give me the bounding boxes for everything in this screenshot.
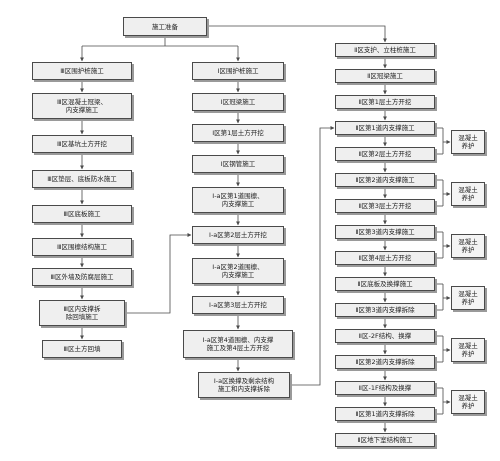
col3-step-13: Ⅱ区第2道内支撑拆除: [335, 355, 435, 369]
curing-box-6: 混凝土 养护: [451, 390, 485, 414]
col3-step-2: Ⅱ区冠梁施工: [335, 69, 435, 83]
col3-step-6: Ⅱ区第2道内支撑施工: [335, 173, 435, 187]
col3-step-8: Ⅱ区第3道内支撑施工: [335, 225, 435, 239]
col3-step-12: Ⅱ区-2F结构、换撑: [335, 329, 435, 343]
col3-step-4: Ⅱ区第1道内支撑施工: [335, 121, 435, 135]
col3-step-9: Ⅱ区第4层土方开挖: [335, 251, 435, 265]
curing-box-4: 混凝土 养护: [451, 286, 485, 310]
curing-box-3: 混凝土 养护: [451, 234, 485, 258]
col1-step-5: Ⅲ区底板施工: [32, 205, 132, 223]
col1-step-6: Ⅲ区围檩结构施工: [32, 238, 132, 256]
col2-step-4: Ⅰ区钢管施工: [192, 155, 284, 173]
col1-step-3: Ⅲ区基坑土方开挖: [32, 135, 132, 153]
col3-step-11: Ⅱ区第3道内支撑拆除: [335, 303, 435, 317]
col2-step-7: Ⅰ-a区第2道围檩、 内支撑施工: [192, 258, 284, 284]
col1-step-7: Ⅲ区外墙及防腐层施工: [32, 268, 132, 286]
col2-step-1: Ⅰ区围护桩施工: [192, 62, 284, 80]
col2-step-2: Ⅰ区冠梁施工: [192, 93, 284, 111]
col2-step-5: Ⅰ-a区第1道围檩、 内支撑施工: [192, 187, 284, 213]
start-box: 施工准备: [123, 17, 207, 36]
col2-step-3: Ⅰ区第1层土方开挖: [192, 124, 284, 142]
col3-step-5: Ⅱ区第2层土方开挖: [335, 147, 435, 161]
col3-step-16: Ⅱ区地下室结构施工: [335, 433, 435, 447]
col3-step-10: Ⅱ区底板及换撑施工: [335, 277, 435, 291]
col1-step-1: Ⅲ区围护桩施工: [32, 62, 132, 80]
col2-step-6: Ⅰ-a区第2层土方开挖: [192, 226, 284, 244]
col3-step-1: Ⅱ区支护、立柱桩施工: [335, 43, 435, 57]
col1-step-8: Ⅲ区内支撑拆 除回填施工: [39, 300, 125, 326]
curing-box-1: 混凝土 养护: [451, 130, 485, 154]
col3-step-7: Ⅱ区第3层土方开挖: [335, 199, 435, 213]
col1-step-2: Ⅲ区混凝土冠梁、 内支撑施工: [32, 93, 132, 119]
col1-step-4: Ⅲ区垫层、底板防水施工: [32, 170, 132, 188]
col3-step-15: Ⅱ区第1道内支撑拆除: [335, 407, 435, 421]
col2-step-9: Ⅰ-a区第4道围檩、内支撑 施工及第4层土方开挖: [183, 330, 293, 358]
col3-step-14: Ⅱ区-1F结构及换撑: [335, 381, 435, 395]
curing-box-2: 混凝土 养护: [451, 182, 485, 206]
col3-step-3: Ⅱ区第1层土方开挖: [335, 95, 435, 109]
col2-step-8: Ⅰ-a区第3层土方开挖: [192, 296, 284, 314]
curing-box-5: 混凝土 养护: [451, 338, 485, 362]
col1-step-9: Ⅲ区土方回填: [42, 340, 122, 358]
col2-step-10: Ⅰ-a区换撑及剩余结构 施工和内支撑拆除: [198, 372, 290, 398]
